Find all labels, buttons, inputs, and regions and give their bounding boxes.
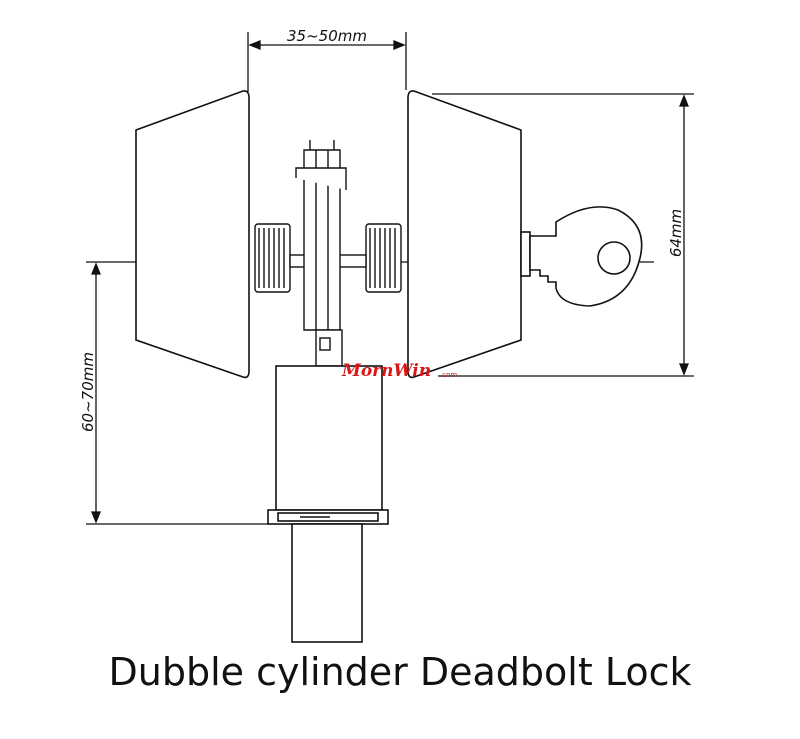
latch-housing [267,365,389,525]
left-knob [135,90,250,379]
width-dimension [247,32,407,92]
diagram-caption: Dubble cylinder Deadbolt Lock [108,650,692,694]
width-dimension-label: 35~50mm [287,27,367,45]
height-dimension-label: 64mm [667,209,685,257]
spindle-assembly [254,140,402,367]
key [520,206,643,307]
height-dimension [432,93,694,377]
watermark-brand: MornWin [341,361,431,381]
right-knob [407,90,522,379]
latch-bolt [291,523,363,643]
backset-dimension-label: 60~70mm [79,352,97,432]
watermark-suffix: .com [440,371,457,379]
